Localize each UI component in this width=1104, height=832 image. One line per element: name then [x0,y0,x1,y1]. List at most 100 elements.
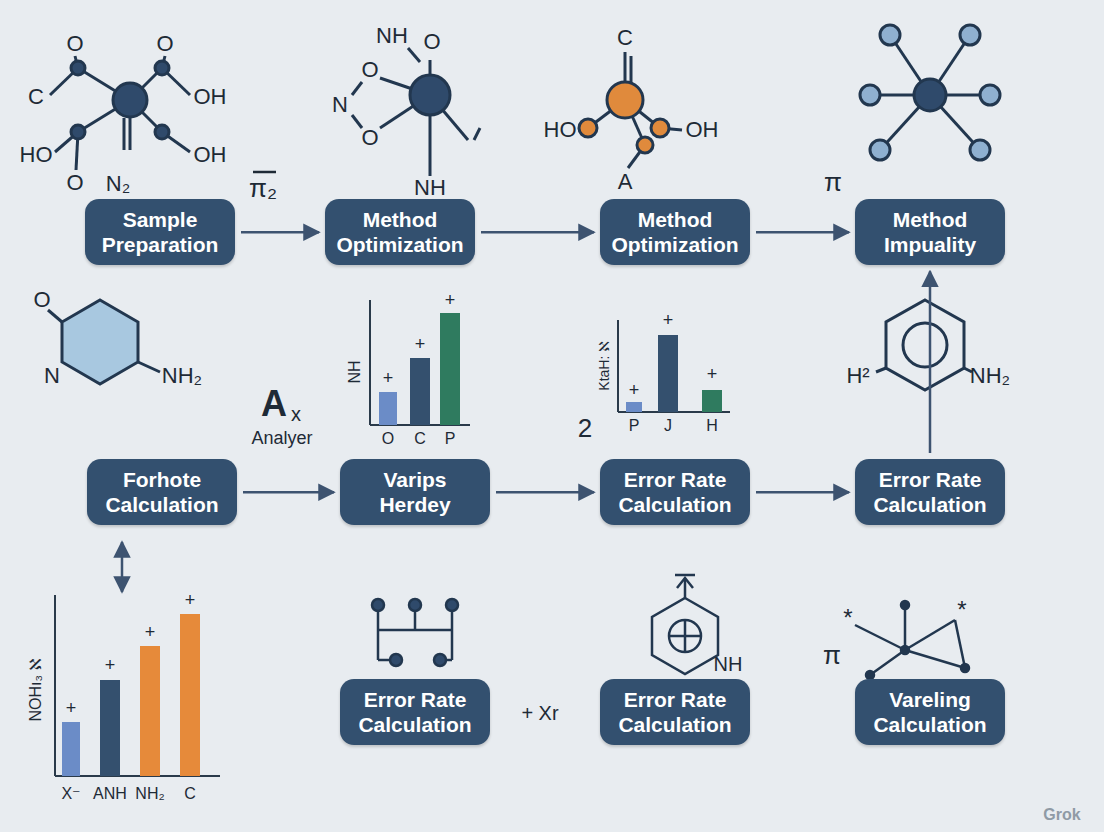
annotation-label: x [291,404,301,424]
process-box: Method Optimization [325,199,475,265]
annotation-label: C [617,27,633,49]
annotation-label: NH [376,25,408,47]
process-box: Method Impuality [855,199,1005,265]
annotation-label: π₂ [249,175,277,201]
annotation-label: O [361,127,378,149]
box-text: Error Rate Calculation [610,687,740,737]
annotation-label: + [383,369,394,387]
flow-arrow [481,231,594,234]
annotation-label: ANH [93,786,127,802]
process-box: Error Rate Calculation [600,459,750,525]
double-arrow [121,542,124,592]
network [372,599,458,666]
process-box: Error Rate Calculation [600,679,750,745]
annotation-label: C [28,86,44,108]
bar-chart [618,320,730,412]
process-box: Forhote Calculation [87,459,237,525]
molecule [855,601,969,679]
annotation-label: + [105,656,116,674]
annotation-label: C [184,786,196,802]
annotation-label: N₂ [106,173,130,195]
flow-arrow [756,231,849,234]
box-text: Vareling Calculation [865,687,995,737]
annotation-label: NH₂ [135,786,164,802]
annotation-label: * [843,606,852,630]
annotation-label: A [618,171,633,193]
annotation-label: O [156,33,173,55]
annotation-label: O [361,59,378,81]
flow-arrow [241,231,319,234]
annotation-label: Analyer [251,429,312,447]
annotation-label: + [663,311,674,329]
box-text: Error Rate Calculation [350,687,480,737]
annotation-label: + [629,381,640,399]
annotation-label: + Xr [521,703,558,723]
annotation-label: + [66,699,77,717]
annotation-label: O [423,31,440,53]
annotation-label: + [185,591,196,609]
box-text: Error Rate Calculation [865,467,995,517]
annotation-label: NOHı₃ ℵ [28,659,44,722]
molecule [652,575,718,674]
annotation-label: O [66,172,83,194]
annotation-label: O [33,289,50,311]
molecule [860,25,1000,160]
box-text: Method Impuality [865,207,995,257]
flow-arrow [756,491,849,494]
annotation-label: HO [544,119,577,141]
overline [253,171,276,174]
box-text: Varips Herdey [350,467,480,517]
bar-chart [55,595,220,776]
annotation-label: H [706,418,718,434]
molecule [48,300,160,384]
annotation-label: J [664,418,672,434]
box-text: Error Rate Calculation [610,467,740,517]
annotation-label: OH [194,144,227,166]
molecule [50,56,190,170]
annotation-label: A [261,386,287,422]
box-text: Sample Preparation [95,207,225,257]
annotation-label: N [44,365,60,387]
annotation-label: + [145,623,156,641]
annotation-label: NH₂ [162,365,202,387]
annotation-label: P [629,418,640,434]
annotation-label: + [707,365,718,383]
annotation-label: H² [846,365,869,387]
annotation-label: π [823,642,841,668]
annotation-label: NH [347,360,363,383]
annotation-label: π [824,169,842,195]
flow-arrow [929,271,932,453]
annotation-label: N [332,94,348,116]
annotation-label: OH [686,119,719,141]
process-box: Vareling Calculation [855,679,1005,745]
annotation-label: NH₂ [970,365,1010,387]
annotation-label: OH [194,86,227,108]
annotation-label: KtaH: ℵ [597,341,611,390]
annotation-label: P [445,431,456,447]
annotation-label: X⁻ [61,786,80,802]
process-box: Method Optimization [600,199,750,265]
annotation-label: + [445,291,456,309]
annotation-label: NH [414,177,446,199]
annotation-label: HO [20,144,53,166]
flow-arrow [243,491,334,494]
annotation-label: NH [714,654,743,674]
molecule [578,52,682,168]
bar-chart [370,300,470,425]
annotation-label: Grok [1043,807,1080,823]
molecule [352,48,480,176]
annotation-label: * [957,598,966,622]
flow-arrow [496,491,594,494]
process-box: Error Rate Calculation [855,459,1005,525]
box-text: Method Optimization [610,207,740,257]
benzene-ring [876,300,972,390]
annotation-label: C [414,431,426,447]
annotation-label: O [66,33,83,55]
annotation-label: 2 [578,415,592,441]
process-box: Sample Preparation [85,199,235,265]
process-box: Varips Herdey [340,459,490,525]
annotation-label: O [382,431,394,447]
box-text: Method Optimization [335,207,465,257]
annotation-label: + [415,335,426,353]
process-box: Error Rate Calculation [340,679,490,745]
